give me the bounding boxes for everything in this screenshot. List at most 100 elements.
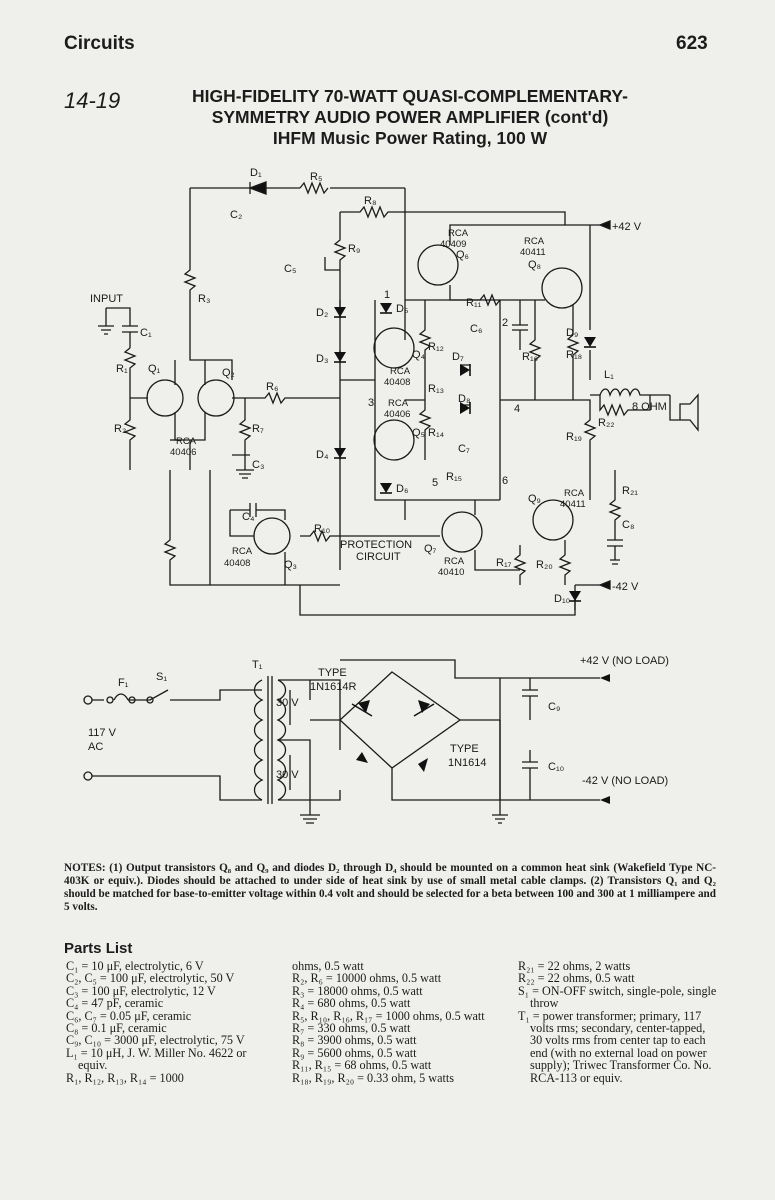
label-node-1: 1 xyxy=(384,289,390,301)
label-40408-q4: 40408 xyxy=(384,377,410,388)
parts-list-item: R₁, R₁₂, R₁₃, R₁₄ = 1000 xyxy=(66,1070,184,1085)
label-r11: R₁₁ xyxy=(466,297,482,309)
parts-list-heading: Parts List xyxy=(64,940,133,957)
parts-list-item: R₂₁ = 22 ohms, 2 watts xyxy=(518,959,631,973)
title-line-3: IHFM Music Power Rating, 100 W xyxy=(272,128,548,148)
label-c7: C₇ xyxy=(458,443,470,455)
label-s1: S₁ xyxy=(156,671,167,683)
label-40409-q6: 40409 xyxy=(440,239,466,250)
label-r12: R₁₂ xyxy=(428,341,444,353)
label-ac: AC xyxy=(88,741,103,753)
label-d4: D₄ xyxy=(316,449,329,461)
title-line-1: HIGH-FIDELITY 70-WATT QUASI-COMPLEMENTAR… xyxy=(192,86,628,106)
label-r20: R₂₀ xyxy=(536,559,553,571)
parts-list-item: R₂₂ = 22 ohms, 0.5 watt xyxy=(518,971,635,986)
parts-list-item: R₁₁, R₁₅ = 68 ohms, 0.5 watt xyxy=(292,1058,432,1073)
label-r16: R₁₆ xyxy=(522,351,538,363)
label-circuit: CIRCUIT xyxy=(356,551,401,563)
label-q6: Q₆ xyxy=(456,249,469,261)
label-f1: F₁ xyxy=(118,677,129,689)
label-117v: 117 V xyxy=(88,727,117,739)
parts-list-item: R₅, R₁₀, R₁₆, R₁₇ = 1000 ohms, 0.5 watt xyxy=(292,1008,485,1023)
label-node-6: 6 xyxy=(502,475,508,487)
label-r18: R₁₈ xyxy=(566,349,582,361)
label-d9: D₉ xyxy=(566,327,578,339)
page-number: 623 xyxy=(676,33,708,54)
label-c5: C₅ xyxy=(284,263,296,275)
label-r17: R₁₇ xyxy=(496,557,512,569)
label-c10: C₁₀ xyxy=(548,761,564,773)
parts-list-item: C₄ = 47 pF, ceramic xyxy=(66,996,164,1011)
label-c4: C₄ xyxy=(242,511,255,523)
label-q3: Q₃ xyxy=(284,559,297,571)
parts-list-column-3: R₂₁ = 22 ohms, 2 watts R₂₂ = 22 ohms, 0.… xyxy=(518,960,718,1084)
label-d1: D₁ xyxy=(250,167,262,179)
label-40406-q5: 40406 xyxy=(384,409,410,420)
label-40410-q7: 40410 xyxy=(438,567,464,578)
parts-list-column-2: ohms, 0.5 watt R₂, R₆ = 10000 ohms, 0.5 … xyxy=(292,960,500,1084)
label-r9: R₉ xyxy=(348,243,360,255)
label-minus-42v: -42 V xyxy=(612,581,639,593)
label-d5: D₅ xyxy=(396,303,408,315)
label-rca-q8: RCA xyxy=(524,236,545,247)
parts-list-item: C₉, C₁₀ = 3000 μF, electrolytic, 75 V xyxy=(66,1033,245,1048)
amplifier-wiring xyxy=(98,181,699,616)
label-40408-q3: 40408 xyxy=(224,558,250,569)
label-r13: R₁₃ xyxy=(428,383,444,395)
label-30v-top: 30 V xyxy=(276,697,299,709)
label-8-ohm: 8 OHM xyxy=(632,401,667,413)
parts-list-item: C₆, C₇ = 0.05 μF, ceramic xyxy=(66,1008,192,1023)
parts-list-item: R₈ = 3900 ohms, 0.5 watt xyxy=(292,1033,417,1048)
label-d10: D₁₀ xyxy=(554,593,570,605)
parts-list-item: R₄ = 680 ohms, 0.5 watt xyxy=(292,996,411,1011)
amplifier-labels: INPUT +42 V -42 V 8 OHM PROTECTION CIRCU… xyxy=(90,167,667,605)
label-q5: Q₅ xyxy=(412,427,425,439)
power-supply-arrows-and-diodes xyxy=(351,674,610,804)
parts-list-item: L₁ = 10 μH, J. W. Miller No. 4622 or equ… xyxy=(66,1045,247,1073)
parts-list-item: C₃ = 100 μF, electrolytic, 12 V xyxy=(66,983,216,998)
parts-list-item: R₉ = 5600 ohms, 0.5 watt xyxy=(292,1045,417,1060)
label-40411-q9: 40411 xyxy=(560,499,586,510)
label-r2: R₂ xyxy=(114,423,126,435)
parts-list-item: R₁₈, R₁₉, R₂₀ = 0.33 ohm, 5 watts xyxy=(292,1070,455,1085)
label-r15: R₁₅ xyxy=(446,471,462,483)
parts-list-item: S₁ = ON-OFF switch, single-pole, single … xyxy=(518,983,717,1011)
label-node-4: 4 xyxy=(514,403,520,415)
label-r1: R₁ xyxy=(116,363,128,375)
parts-list-column-1: C₁ = 10 μF, electrolytic, 6 V C₂, C₅ = 1… xyxy=(66,960,278,1084)
label-type-1n1614r-b: 1N1614R xyxy=(310,681,357,693)
label-c9: C₉ xyxy=(548,701,560,713)
power-supply-wiring xyxy=(83,659,600,824)
figure-notes: NOTES: (1) Output transistors Q₈ and Q₉ … xyxy=(64,862,716,913)
label-plus-42v: +42 V xyxy=(612,221,642,233)
label-type-1n1614-b: 1N1614 xyxy=(448,757,487,769)
label-plus-42v-no-load: +42 V (NO LOAD) xyxy=(580,655,669,667)
label-d2: D₂ xyxy=(316,307,328,319)
label-r6: R₆ xyxy=(266,381,278,393)
label-node-5: 5 xyxy=(432,477,438,489)
label-c2: C₂ xyxy=(230,209,242,221)
label-type-1n1614r-a: TYPE xyxy=(318,667,347,679)
schematic-diagram: INPUT +42 V -42 V 8 OHM PROTECTION CIRCU… xyxy=(83,167,699,824)
label-q4: Q₄ xyxy=(412,349,426,361)
parts-list-item: R₃ = 18000 ohms, 0.5 watt xyxy=(292,983,423,998)
label-r19: R₁₉ xyxy=(566,431,582,443)
label-q7: Q₇ xyxy=(424,543,437,555)
label-r14: R₁₄ xyxy=(428,427,445,439)
label-rca-q5: RCA xyxy=(388,398,409,409)
label-rca-q4: RCA xyxy=(390,366,411,377)
parts-list-item: C₁ = 10 μF, electrolytic, 6 V xyxy=(66,959,204,973)
figure-number: 14-19 xyxy=(64,88,121,113)
label-c3: C₃ xyxy=(252,459,264,471)
label-c6: C₆ xyxy=(470,323,482,335)
label-protection: PROTECTION xyxy=(340,539,412,551)
label-input: INPUT xyxy=(90,293,123,305)
label-q8: Q₈ xyxy=(528,259,541,271)
parts-list-item: R₇ = 330 ohms, 0.5 watt xyxy=(292,1021,411,1036)
label-d3: D₃ xyxy=(316,353,328,365)
label-type-1n1614-a: TYPE xyxy=(450,743,479,755)
label-rca-q1q2: RCA xyxy=(176,436,197,447)
label-r21: R₂₁ xyxy=(622,485,638,497)
label-d6: D₆ xyxy=(396,483,408,495)
